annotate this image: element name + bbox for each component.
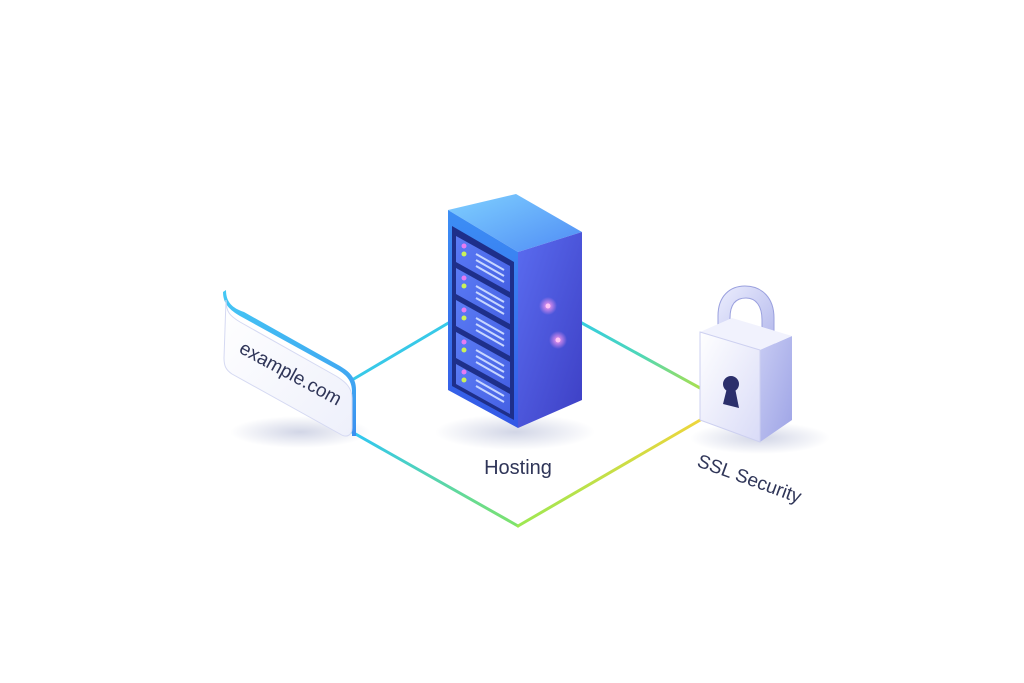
connector-domain-server bbox=[350, 320, 452, 382]
lock-body-side bbox=[760, 336, 792, 442]
server-slot-5 bbox=[456, 364, 510, 414]
server-slot-2 bbox=[456, 268, 510, 324]
server-side-light-1-core bbox=[545, 303, 551, 309]
connector-lines bbox=[350, 320, 716, 528]
server-slot-3 bbox=[456, 300, 510, 356]
lock-body-top bbox=[700, 318, 792, 350]
connector-bottom-lock bbox=[516, 410, 716, 528]
lock-keyhole-stem bbox=[723, 388, 739, 408]
connector-domain-bottom bbox=[350, 430, 520, 528]
server-side-light-2-core bbox=[555, 337, 561, 343]
server-slot-1 bbox=[456, 236, 510, 292]
hosting-label: Hosting bbox=[484, 457, 552, 479]
domain-card-icon: example.com bbox=[223, 290, 356, 437]
server-slot-4 bbox=[456, 332, 510, 388]
server-shadow bbox=[435, 414, 595, 450]
padlock-icon bbox=[699, 285, 792, 443]
domain-card-face bbox=[223, 299, 353, 437]
server-rack-icon bbox=[448, 194, 582, 428]
ssl-security-label: SSL Security bbox=[694, 451, 804, 508]
connector-server-lock bbox=[578, 320, 702, 390]
server-slots bbox=[456, 236, 510, 414]
server-side-face bbox=[518, 232, 582, 428]
domain-card-edge bbox=[223, 290, 356, 436]
server-top-face bbox=[448, 194, 582, 252]
